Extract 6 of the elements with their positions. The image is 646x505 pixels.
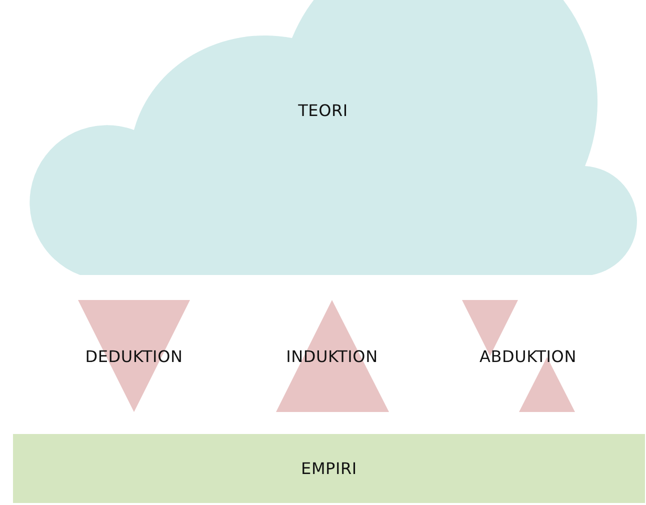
node-label: INDUKTION xyxy=(286,346,378,366)
node-label: ABDUKTION xyxy=(480,346,576,366)
node-label: TEORI xyxy=(298,100,348,120)
node-label: DEDUKTION xyxy=(85,346,183,366)
node-label: EMPIRI xyxy=(301,459,357,478)
rectangle-box xyxy=(13,434,645,503)
